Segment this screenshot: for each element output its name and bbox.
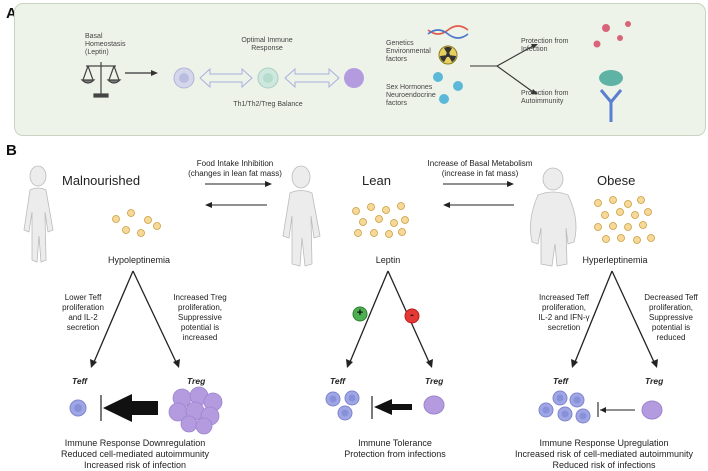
teff-cells-lean [325, 390, 360, 421]
radiation-icon [438, 45, 458, 65]
branch-arrows [470, 45, 534, 93]
teff-label-lean: Teff [330, 376, 346, 386]
teff-cell-malnourished [69, 399, 87, 417]
basal-homeostasis-label: Basal Homeostasis (Leptin) [85, 33, 126, 56]
inhibition-arrow-large [103, 394, 158, 422]
panel-a-box [14, 3, 706, 136]
antibody-icon [599, 70, 623, 122]
optimal-response-label: Optimal Immune Response [241, 37, 293, 52]
basal-metabolism-label: Increase of Basal Metabolism (increase i… [427, 159, 533, 178]
outcome-malnourished: Immune Response Downregulation Reduced c… [60, 438, 210, 470]
plus-badge [352, 306, 368, 322]
lower-teff-label: Lower Teff proliferation and IL-2 secret… [62, 293, 104, 332]
genetics-label: Genetics Environmental factors [386, 40, 431, 63]
hormone-icon [433, 72, 463, 104]
leptin-dots-lean [352, 202, 409, 238]
arrow-icon [125, 70, 158, 76]
teff-label-obese: Teff [553, 376, 569, 386]
treg-cell-lean [423, 395, 445, 415]
branch-arrows-obese [574, 270, 655, 363]
treg-label-malnourished: Treg [187, 376, 206, 386]
outcome-obese: Immune Response Upregulation Increased r… [514, 438, 694, 470]
lean-title: Lean [362, 173, 391, 188]
decreased-teff-label: Decreased Teff proliferation, Suppressiv… [644, 293, 698, 342]
treg-cells-malnourished [168, 386, 223, 435]
scale-icon [80, 62, 122, 98]
leptin-dots-obese [594, 196, 655, 244]
outcome-lean: Immune Tolerance Protection from infecti… [344, 438, 446, 459]
protection-autoimmunity-label: Protection from Autoimmunity [521, 90, 569, 105]
teff-cells-obese [538, 390, 591, 424]
protection-infection-label: Protection from Infection [521, 38, 569, 53]
branch-arrows-malnourished [93, 270, 177, 363]
hyperleptinemia-label: Hyperleptinemia [582, 255, 648, 265]
food-intake-label: Food Intake Inhibition (changes in lean … [188, 159, 282, 178]
increased-treg-label: Increased Treg proliferation, Suppressiv… [173, 293, 227, 342]
food-intake-arrows [205, 183, 267, 206]
minus-badge [404, 308, 420, 324]
teff-label-malnourished: Teff [72, 376, 88, 386]
panel-a-label: A [6, 5, 17, 22]
treg-label-obese: Treg [645, 376, 664, 386]
lean-figure [282, 165, 321, 267]
metabolism-arrows [443, 183, 514, 206]
increased-teff-label: Increased Teff proliferation, IL-2 and I… [538, 293, 590, 332]
malnourished-figure [23, 165, 54, 263]
malnourished-title: Malnourished [62, 173, 141, 188]
treg-label-lean: Treg [425, 376, 444, 386]
obese-title: Obese [597, 173, 636, 188]
inhibition-arrow-medium [374, 399, 412, 415]
treg-cell-obese [641, 400, 663, 420]
obese-figure [530, 167, 577, 267]
plus-sign: + [356, 307, 364, 319]
panel-b-label: B [6, 142, 17, 159]
double-arrow-icon [199, 67, 340, 89]
sex-hormones-label: Sex Hormones Neuroendocrine factors [386, 84, 436, 107]
balance-label: Th1/Th2/Treg Balance [233, 101, 303, 108]
leptin-label: Leptin [375, 255, 401, 265]
dna-icon [427, 25, 469, 39]
minus-sign: - [410, 309, 414, 321]
leptin-dots-malnourished [112, 209, 161, 237]
immune-cell-icon [344, 68, 364, 88]
hypoleptinemia-label: Hypoleptinemia [107, 255, 171, 265]
virus-icon [593, 21, 631, 48]
